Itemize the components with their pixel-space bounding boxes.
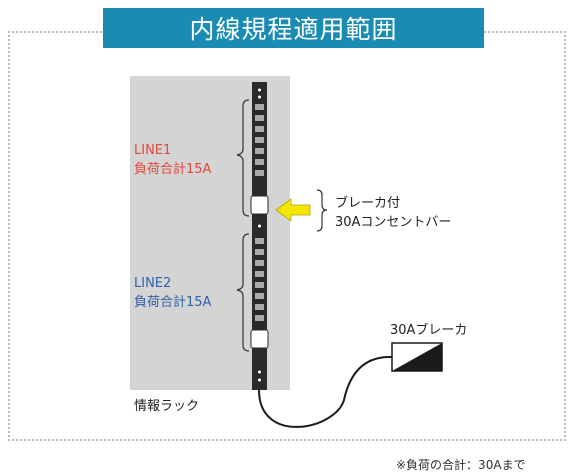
power-bar-label: ブレーカ付 30Aコンセントバー: [335, 194, 451, 232]
line1-name: LINE1: [134, 143, 172, 158]
line2-load: 負荷合計15A: [134, 295, 212, 310]
footnote: ※負荷の合計：30Aまで: [396, 458, 526, 472]
line2-name: LINE2: [134, 276, 172, 291]
power-bar-label-line2: 30Aコンセントバー: [335, 215, 452, 230]
power-bar-label-line1: ブレーカ付: [335, 196, 401, 211]
line1-brace: [236, 99, 250, 217]
power-bar-callout-brace: [316, 189, 328, 232]
rack-label: 情報ラック: [134, 399, 200, 414]
line2-brace: [236, 233, 250, 352]
pointer-arrow: [275, 198, 311, 222]
power-cable: [258, 355, 393, 428]
diagram-title: 内線規程適用範囲: [103, 8, 484, 48]
breaker-box-shade: [392, 343, 442, 371]
line1-label: LINE1 負荷合計15A: [134, 141, 211, 179]
line2-label: LINE2 負荷合計15A: [134, 274, 211, 312]
line1-load: 負荷合計15A: [134, 162, 212, 177]
breaker-switches: [250, 195, 269, 349]
power-bar-dots: [258, 88, 261, 382]
power-bar-outlets: [255, 104, 264, 321]
breaker-label: 30Aブレーカ: [390, 323, 468, 338]
